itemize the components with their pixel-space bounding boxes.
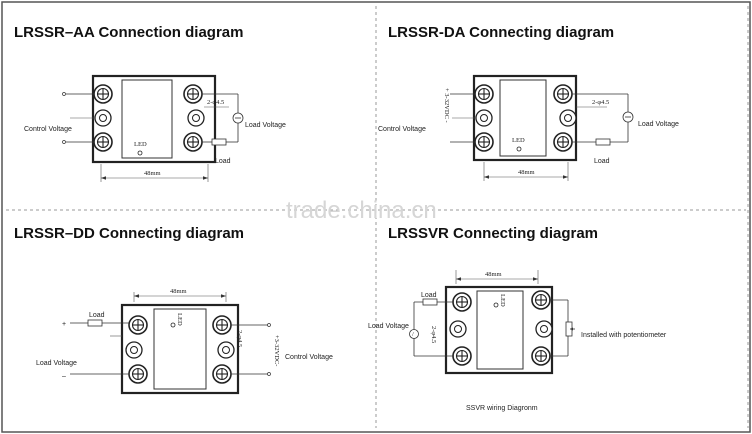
mounting-hole-icon xyxy=(559,109,577,127)
terminal-screw-icon xyxy=(93,84,113,104)
led-label: LED xyxy=(134,141,147,148)
load-voltage-label: Load Voltage xyxy=(245,122,286,129)
led-label: LED xyxy=(176,313,183,326)
load-resistor-icon xyxy=(595,138,611,146)
mounting-hole-icon xyxy=(187,109,205,127)
panel-title: LRSSR–DD Connecting diagram xyxy=(14,225,244,242)
led-label: LED xyxy=(512,137,525,144)
terminal-screw-icon xyxy=(452,346,472,366)
mounting-hole-icon xyxy=(94,109,112,127)
plus-symbol: + xyxy=(62,321,66,328)
control-voltage-label: Control Voltage xyxy=(24,126,72,133)
hole-diameter-label: 2-φ4.5 xyxy=(430,326,437,343)
panel-lrssr-da: LRSSR-DA Connecting diagram LED + 3-32VD… xyxy=(378,24,679,181)
led-indicator-icon xyxy=(493,302,499,308)
mounting-hole-icon xyxy=(535,320,553,338)
relay-label-panel xyxy=(121,79,173,159)
terminal-screw-icon xyxy=(531,346,551,366)
mounting-hole-icon xyxy=(217,341,235,359)
load-label: Load xyxy=(89,312,105,319)
led-indicator-icon xyxy=(137,150,143,156)
mounting-hole-icon xyxy=(475,109,493,127)
load-label: Load xyxy=(215,158,231,165)
control-voltage-label: Control Voltage xyxy=(285,354,333,361)
ac-source-icon xyxy=(409,329,419,339)
led-label: LED xyxy=(499,294,506,307)
relay-label-panel xyxy=(499,79,547,157)
mounting-hole-icon xyxy=(449,320,467,338)
panel-lrssvr: LRSSVR Connecting diagram 48mm LED 2-φ4.… xyxy=(368,225,667,412)
terminal-screw-icon xyxy=(93,132,113,152)
load-resistor-icon xyxy=(422,298,438,306)
panel-title: LRSSVR Connecting diagram xyxy=(388,225,598,242)
watermark-text: trade.china.cn xyxy=(286,197,437,224)
load-voltage-label: Load Voltage xyxy=(36,360,77,367)
wiring-caption: SSVR wiring Diagronm xyxy=(466,405,538,412)
terminal-screw-icon xyxy=(452,292,472,312)
led-indicator-icon xyxy=(170,322,176,328)
potentiometer-label: Installed with potentiometer xyxy=(581,332,667,339)
hole-diameter-label: 2-φ4.5 xyxy=(207,99,224,106)
terminal-screw-icon xyxy=(531,290,551,310)
led-indicator-icon xyxy=(516,146,522,152)
terminal-screw-icon xyxy=(474,132,494,152)
svg-text:/: / xyxy=(412,331,414,338)
load-resistor-icon xyxy=(87,319,103,327)
mounting-hole-icon xyxy=(125,341,143,359)
width-dimension-label: 48mm xyxy=(485,271,502,278)
panel-lrssr-dd: LRSSR–DD Connecting diagram 48mm LED + –… xyxy=(14,225,333,395)
control-terminal-icon xyxy=(62,92,66,96)
terminal-screw-icon xyxy=(212,315,232,335)
dc-voltage-label: +3-32VDC- xyxy=(273,335,280,366)
load-resistor-icon xyxy=(211,138,227,146)
width-dimension-label: 48mm xyxy=(144,170,161,177)
panel-title: LRSSR-DA Connecting diagram xyxy=(388,24,614,41)
terminal-screw-icon xyxy=(212,364,232,384)
dc-voltage-label: + 3-32VDC - xyxy=(443,88,450,123)
terminal-screw-icon xyxy=(128,315,148,335)
load-voltage-label: Load Voltage xyxy=(638,121,679,128)
terminal-screw-icon xyxy=(128,364,148,384)
terminal-screw-icon xyxy=(553,84,573,104)
terminal-screw-icon xyxy=(553,132,573,152)
load-voltage-label: Load Voltage xyxy=(368,323,409,330)
control-voltage-label: Control Voltage xyxy=(378,126,426,133)
relay-label-panel xyxy=(476,290,524,370)
terminal-screw-icon xyxy=(183,84,203,104)
panel-title: LRSSR–AA Connection diagram xyxy=(14,24,243,41)
relay-label-panel xyxy=(153,308,207,390)
terminal-screw-icon xyxy=(474,84,494,104)
minus-symbol: – xyxy=(62,373,66,380)
hole-diameter-label: 2-φ4.5 xyxy=(236,330,243,347)
control-terminal-icon xyxy=(62,140,66,144)
width-dimension-label: 48mm xyxy=(518,169,535,176)
panel-lrssr-aa: LRSSR–AA Connection diagram LED Control … xyxy=(14,24,286,182)
load-label: Load xyxy=(594,158,610,165)
width-dimension-label: 48mm xyxy=(170,288,187,295)
terminal-screw-icon xyxy=(183,132,203,152)
load-label: Load xyxy=(421,292,437,299)
hole-diameter-label: 2-φ4.5 xyxy=(592,99,609,106)
